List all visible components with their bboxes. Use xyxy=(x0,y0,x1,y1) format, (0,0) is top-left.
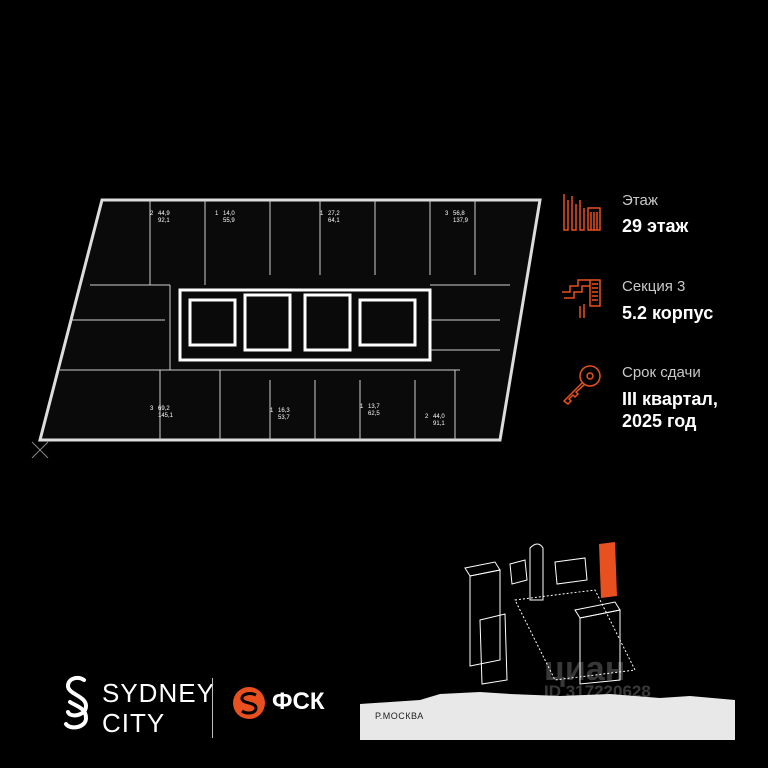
svg-text:3: 3 xyxy=(150,406,154,412)
plan-walls xyxy=(60,200,510,440)
sydney-line1: SYDNEY xyxy=(102,678,215,708)
floor-label: Этаж xyxy=(622,192,658,209)
sydney-city-logo: SYDNEY CITY xyxy=(60,672,214,742)
svg-text:137,9: 137,9 xyxy=(453,218,469,224)
svg-text:69,2: 69,2 xyxy=(158,406,170,412)
svg-text:55,9: 55,9 xyxy=(223,218,235,224)
svg-text:13,7: 13,7 xyxy=(368,404,380,410)
svg-text:1: 1 xyxy=(215,211,219,217)
apartment-label: 1 14,055,9 xyxy=(215,211,235,224)
svg-text:1: 1 xyxy=(270,408,274,414)
svg-text:62,5: 62,5 xyxy=(368,411,380,417)
fsk-logo-icon xyxy=(233,687,265,719)
svg-text:2: 2 xyxy=(425,414,429,420)
fsk-text: ФСК xyxy=(272,688,325,715)
logo-divider xyxy=(212,678,213,738)
svg-text:44,9: 44,9 xyxy=(158,211,170,217)
svg-text:27,2: 27,2 xyxy=(328,211,340,217)
svg-text:14,0: 14,0 xyxy=(223,211,235,217)
apartment-label: 2 44,992,1 xyxy=(150,211,170,224)
watermark-brand: циан xyxy=(544,650,626,688)
apartment-label: 2 44,091,1 xyxy=(425,414,445,427)
svg-text:145,1: 145,1 xyxy=(158,413,174,419)
apartment-label: 1 27,264,1 xyxy=(320,211,340,224)
key-icon xyxy=(562,365,601,405)
svg-text:92,1: 92,1 xyxy=(158,218,170,224)
terrain-profile xyxy=(360,692,735,740)
deadline-value-line1: III квартал, xyxy=(622,389,718,409)
river-label: Р.МОСКВА xyxy=(375,711,424,721)
compass-icon xyxy=(31,441,49,459)
svg-text:16,3: 16,3 xyxy=(278,408,290,414)
svg-text:64,1: 64,1 xyxy=(328,218,340,224)
svg-text:56,8: 56,8 xyxy=(453,211,465,217)
watermark: циан ID 317220628 xyxy=(544,650,651,701)
fsk-logo: ФСК xyxy=(232,684,352,724)
deadline-label: Срок сдачи xyxy=(622,364,701,381)
svg-text:1: 1 xyxy=(360,404,364,410)
section-icon xyxy=(562,279,601,318)
sydney-line2: CITY xyxy=(102,708,166,738)
floor-plan: 2 44,992,1 1 14,055,9 1 27,264,1 3 56,8137,9… xyxy=(31,198,542,459)
floor-value: 29 этаж xyxy=(622,216,689,236)
floor-icon xyxy=(563,194,601,231)
apartment-label: 1 16,353,7 xyxy=(270,408,290,421)
svg-text:1: 1 xyxy=(320,211,324,217)
highlighted-building xyxy=(599,542,617,598)
apartment-label: 1 13,762,5 xyxy=(360,404,380,417)
svg-text:91,1: 91,1 xyxy=(433,421,445,427)
site-massing-diagram xyxy=(464,542,636,685)
sydney-logo-icon xyxy=(64,676,89,730)
core xyxy=(178,288,432,362)
svg-text:44,0: 44,0 xyxy=(433,414,445,420)
apartment-labels: 2 44,992,1 1 14,055,9 1 27,264,1 3 56,8137,9… xyxy=(150,211,469,427)
svg-text:3: 3 xyxy=(445,211,449,217)
svg-text:2: 2 xyxy=(150,211,154,217)
section-label: Секция 3 xyxy=(622,278,686,295)
svg-text:53,7: 53,7 xyxy=(278,415,290,421)
deadline-value-line2: 2025 год xyxy=(622,411,697,431)
section-value: 5.2 корпус xyxy=(622,303,714,323)
